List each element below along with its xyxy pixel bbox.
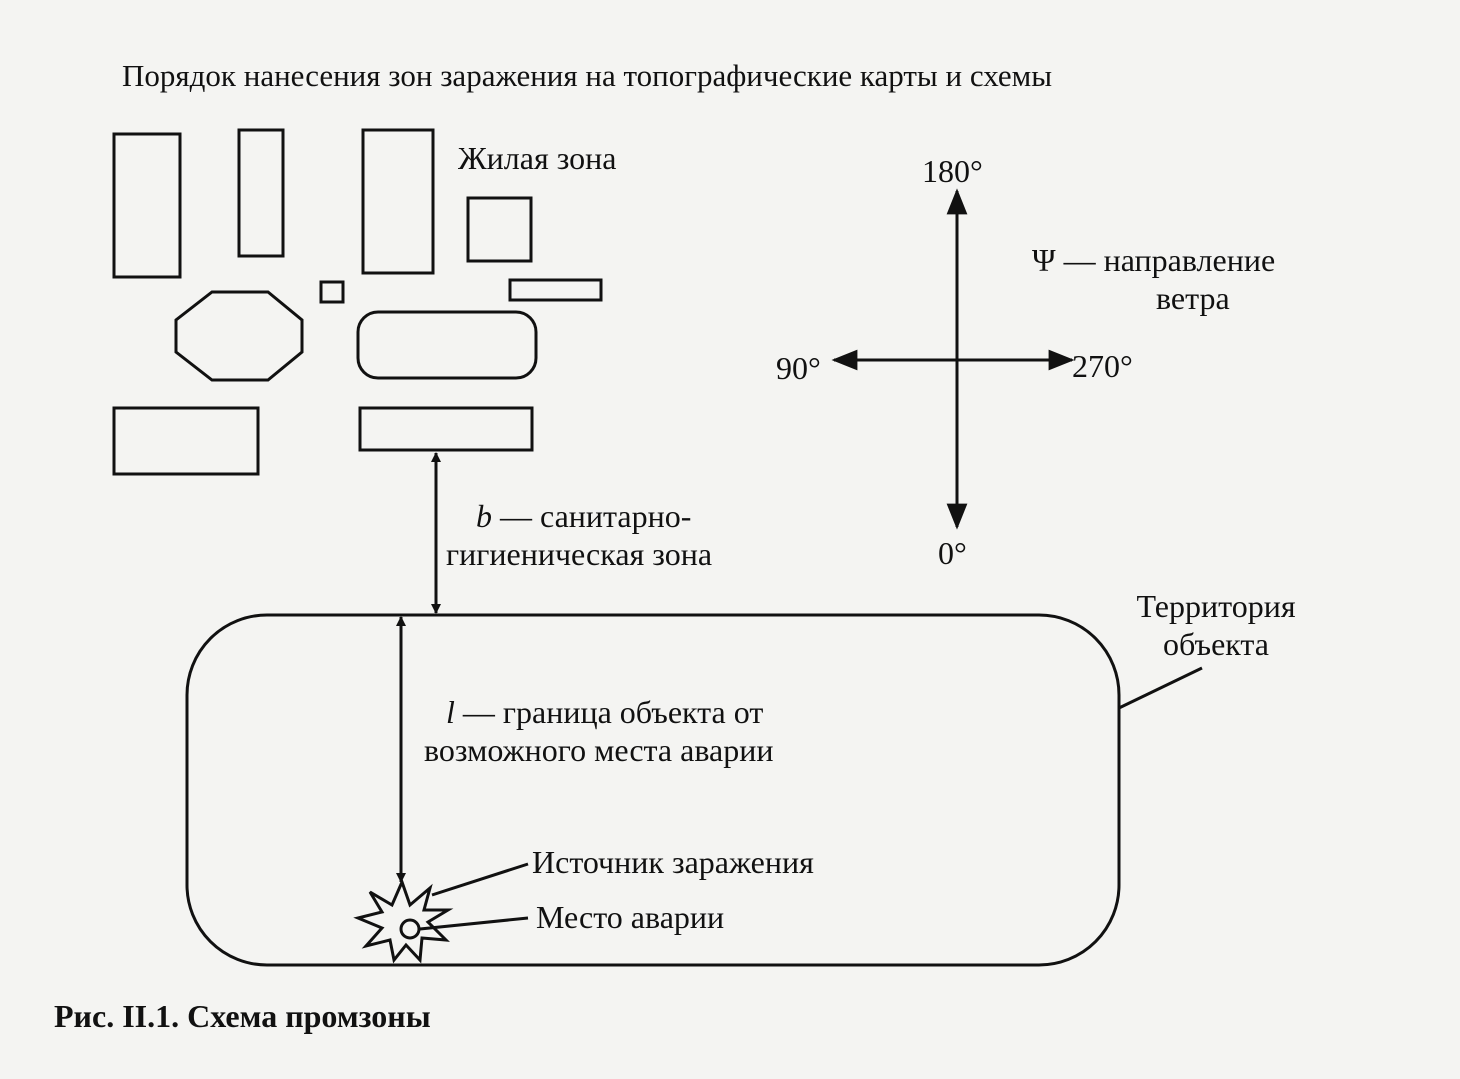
residential-zone-label: Жилая зона: [458, 140, 617, 176]
compass-west-label: 90°: [776, 350, 821, 386]
boundary-text1: — граница объекта от: [454, 694, 764, 730]
territory-label-line2: объекта: [1163, 626, 1269, 662]
building-small-square: [319, 280, 345, 304]
source-leader-line: [431, 862, 529, 897]
territory-label-line1: Территория: [1136, 588, 1296, 624]
building-rect-4: [466, 196, 533, 263]
compass-east-label: 270°: [1072, 348, 1133, 384]
object-territory-outline: [185, 613, 1121, 967]
building-long-thin: [508, 278, 603, 302]
sanitary-zone-text1: — санитарно-: [492, 498, 692, 534]
building-rect-bottom-center: [358, 406, 534, 452]
territory-leader-line: [1118, 666, 1203, 710]
building-rect-3: [361, 128, 435, 275]
diagram-title: Порядок нанесения зон заражения на топог…: [122, 58, 1053, 93]
sanitary-zone-line1: b — санитарно-: [476, 500, 691, 532]
compass-south-label: 0°: [938, 535, 967, 571]
wind-legend-line2: ветра: [1156, 280, 1230, 316]
accident-site-circle-icon: [399, 918, 421, 940]
building-octagon: [174, 290, 304, 382]
accident-site-label: Место аварии: [536, 899, 725, 935]
compass-north-label: 180°: [922, 153, 983, 189]
boundary-line1: l — граница объекта от: [446, 696, 763, 728]
sanitary-zone-symbol: b: [476, 498, 492, 534]
wind-legend-line1: Ψ — направление: [1032, 244, 1275, 276]
accident-leader-line: [419, 916, 529, 931]
wind-legend-text1: — направление: [1055, 242, 1276, 278]
boundary-line2: возможного места аварии: [424, 732, 774, 768]
building-rect-2: [237, 128, 285, 258]
contamination-source-star-icon: [353, 877, 454, 964]
contamination-source-label: Источник заражения: [532, 844, 814, 880]
sanitary-zone-line2: гигиеническая зона: [446, 536, 713, 572]
wind-symbol: Ψ: [1032, 242, 1056, 278]
building-rect-bottom-left: [112, 406, 260, 476]
figure-caption: Рис. II.1. Схема промзоны: [54, 998, 431, 1034]
boundary-symbol: l: [446, 694, 455, 730]
building-rect-1: [112, 132, 182, 279]
building-rounded: [356, 310, 538, 380]
